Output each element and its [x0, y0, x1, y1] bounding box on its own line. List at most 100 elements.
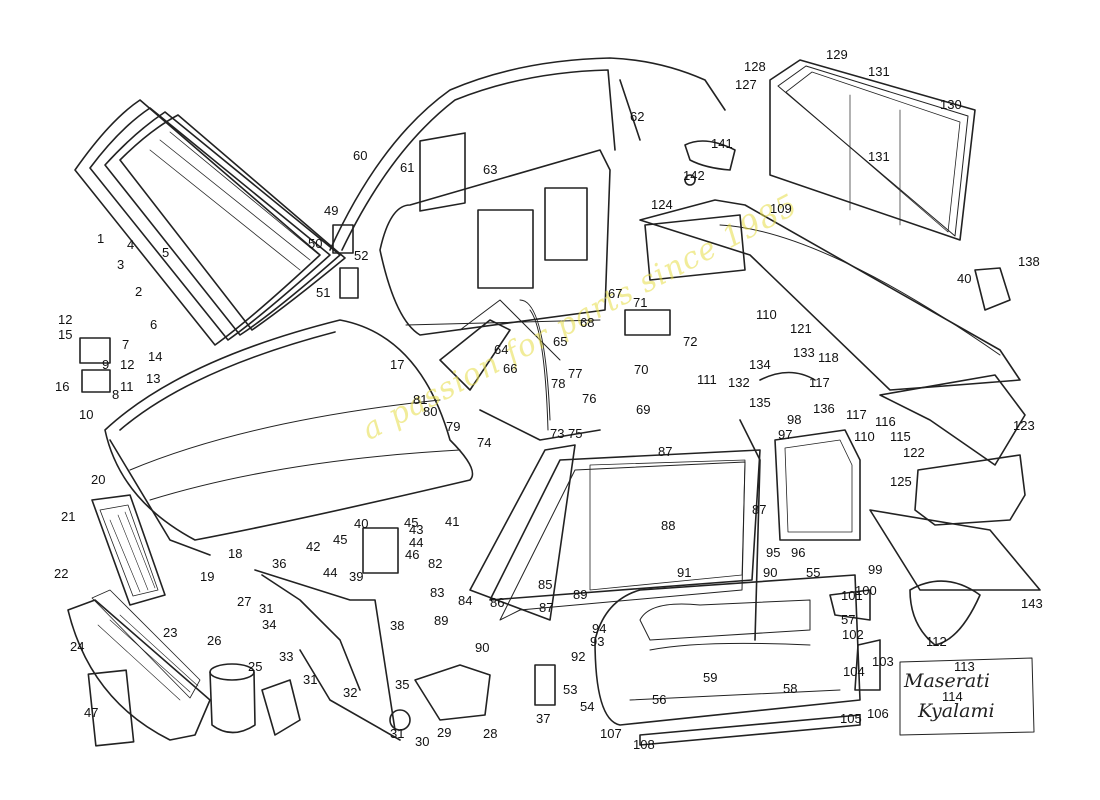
callout-130: 130 [940, 97, 962, 112]
callout-16: 16 [55, 379, 70, 394]
door-upper-seals [329, 57, 726, 251]
callout-127: 127 [735, 77, 757, 92]
callout-61: 61 [400, 160, 415, 175]
callout-135: 135 [749, 395, 771, 410]
callout-66: 66 [503, 361, 518, 376]
floor-mat [869, 509, 1041, 591]
callout-14: 14 [148, 349, 163, 364]
callout-77: 77 [568, 366, 583, 381]
callout-86: 86 [490, 595, 505, 610]
door-trim-panel [594, 574, 861, 726]
callout-85: 85 [538, 577, 553, 592]
callout-40: 40 [957, 271, 972, 286]
callout-28: 28 [483, 726, 498, 741]
callout-39: 39 [349, 569, 364, 584]
callout-121: 121 [790, 321, 812, 336]
callout-72: 72 [683, 334, 698, 349]
callout-92: 92 [571, 649, 586, 664]
callout-13: 13 [146, 371, 161, 386]
callout-100: 100 [855, 583, 877, 598]
callout-21: 21 [61, 509, 76, 524]
callout-112: 112 [926, 634, 947, 649]
callout-107: 107 [600, 726, 622, 741]
callout-36: 36 [272, 556, 287, 571]
callout-47: 47 [84, 705, 99, 720]
callout-90: 90 [475, 640, 490, 655]
callout-84: 84 [458, 593, 473, 608]
callout-89: 89 [434, 613, 449, 628]
callout-29: 29 [437, 725, 452, 740]
maserati-script-badge: Maserati [904, 670, 990, 692]
callout-1: 1 [97, 231, 105, 246]
door-inner-panel [379, 132, 611, 336]
callout-136: 136 [813, 401, 835, 416]
callout-12: 12 [58, 312, 73, 327]
callout-124: 124 [651, 197, 673, 212]
callout-31: 31 [259, 601, 274, 616]
washer-bottle [209, 663, 301, 736]
callout-83: 83 [430, 585, 445, 600]
bonnet-panel [104, 319, 474, 556]
callout-17: 17 [390, 357, 405, 372]
hinge-parts [79, 140, 1011, 706]
callout-105: 105 [840, 711, 862, 726]
callout-87: 87 [658, 444, 673, 459]
callout-54: 54 [580, 699, 595, 714]
door-glass-frames [469, 419, 761, 641]
callout-40: 40 [354, 516, 369, 531]
callout-94: 94 [592, 621, 607, 636]
callout-2: 2 [135, 284, 143, 299]
callout-9: 9 [102, 357, 110, 372]
callout-57: 57 [841, 612, 856, 627]
rear-quarter-frame [774, 429, 861, 541]
quarter-glass [769, 59, 976, 241]
callout-95: 95 [766, 545, 781, 560]
callout-103: 103 [872, 654, 894, 669]
callout-102: 102 [842, 627, 864, 642]
callout-131: 131 [868, 149, 890, 164]
callout-111: 111 [697, 372, 717, 387]
callout-69: 69 [636, 402, 651, 417]
callout-46: 46 [405, 547, 420, 562]
callout-49: 49 [324, 203, 339, 218]
callout-82: 82 [428, 556, 443, 571]
callout-96: 96 [791, 545, 806, 560]
callout-116: 116 [875, 414, 896, 429]
callout-110: 110 [756, 307, 777, 322]
callout-58: 58 [783, 681, 798, 696]
callout-30: 30 [415, 734, 430, 749]
callout-117: 117 [846, 407, 867, 422]
callout-74: 74 [477, 435, 492, 450]
callout-133: 133 [793, 345, 815, 360]
callout-22: 22 [54, 566, 69, 581]
callout-106: 106 [867, 706, 889, 721]
callout-3: 3 [117, 257, 125, 272]
callout-79: 79 [446, 419, 461, 434]
badge-frame [899, 657, 1035, 736]
rear-side-panel [914, 454, 1026, 526]
callout-12: 12 [120, 357, 135, 372]
callout-70: 70 [634, 362, 649, 377]
callout-31: 31 [390, 726, 405, 741]
callout-117: 117 [809, 375, 830, 390]
callout-26: 26 [207, 633, 222, 648]
callout-55: 55 [806, 565, 821, 580]
callout-31: 31 [303, 672, 318, 687]
callout-15: 15 [58, 327, 73, 342]
callout-25: 25 [248, 659, 263, 674]
callout-10: 10 [79, 407, 94, 422]
kyalami-script-badge: Kyalami [918, 700, 995, 722]
callout-53: 53 [563, 682, 578, 697]
callout-8: 8 [112, 387, 120, 402]
callout-20: 20 [91, 472, 106, 487]
callout-76: 76 [582, 391, 597, 406]
callout-50: 50 [308, 236, 323, 251]
callout-104: 104 [843, 664, 865, 679]
callout-44: 44 [409, 535, 424, 550]
callout-93: 93 [590, 634, 605, 649]
callout-23: 23 [163, 625, 178, 640]
callout-122: 122 [903, 445, 925, 460]
callout-41: 41 [445, 514, 460, 529]
callout-87: 87 [539, 600, 554, 615]
